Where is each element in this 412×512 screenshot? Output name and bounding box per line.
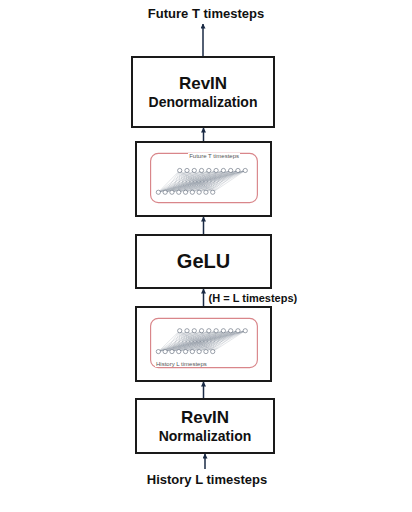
flow-arrow <box>203 382 205 398</box>
box-label: Denormalization <box>149 94 258 110</box>
box-label: RevIN <box>179 74 227 94</box>
axis-caption: Future T timesteps <box>188 153 240 159</box>
axis-caption: History L timesteps <box>155 361 208 367</box>
flow-arrow <box>202 24 204 56</box>
weight-lines <box>158 170 245 192</box>
io-label: History L timesteps <box>147 472 267 487</box>
process-box: GeLU <box>135 234 272 289</box>
layer-frame <box>151 153 258 202</box>
flow-arrow <box>203 128 205 141</box>
edge-label: (H = L timesteps) <box>209 292 298 304</box>
linear-layer-box: History L timesteps <box>135 306 272 382</box>
process-box: RevINNormalization <box>135 398 275 454</box>
flow-arrow <box>203 217 205 234</box>
weight-lines <box>158 331 245 352</box>
linear-layer-box: Future T timesteps <box>135 141 272 217</box>
neuron-dots <box>156 329 247 354</box>
process-box: RevINDenormalization <box>131 56 275 128</box>
box-label: Normalization <box>159 428 252 444</box>
layer-frame <box>151 318 258 367</box>
io-label: Future T timesteps <box>148 6 264 21</box>
flow-arrow <box>204 454 206 469</box>
linear-layer-illustration <box>137 308 270 380</box>
neuron-dots <box>156 168 247 194</box>
box-label: RevIN <box>181 408 229 428</box>
box-label: GeLU <box>177 250 230 273</box>
flow-arrow <box>203 289 205 306</box>
